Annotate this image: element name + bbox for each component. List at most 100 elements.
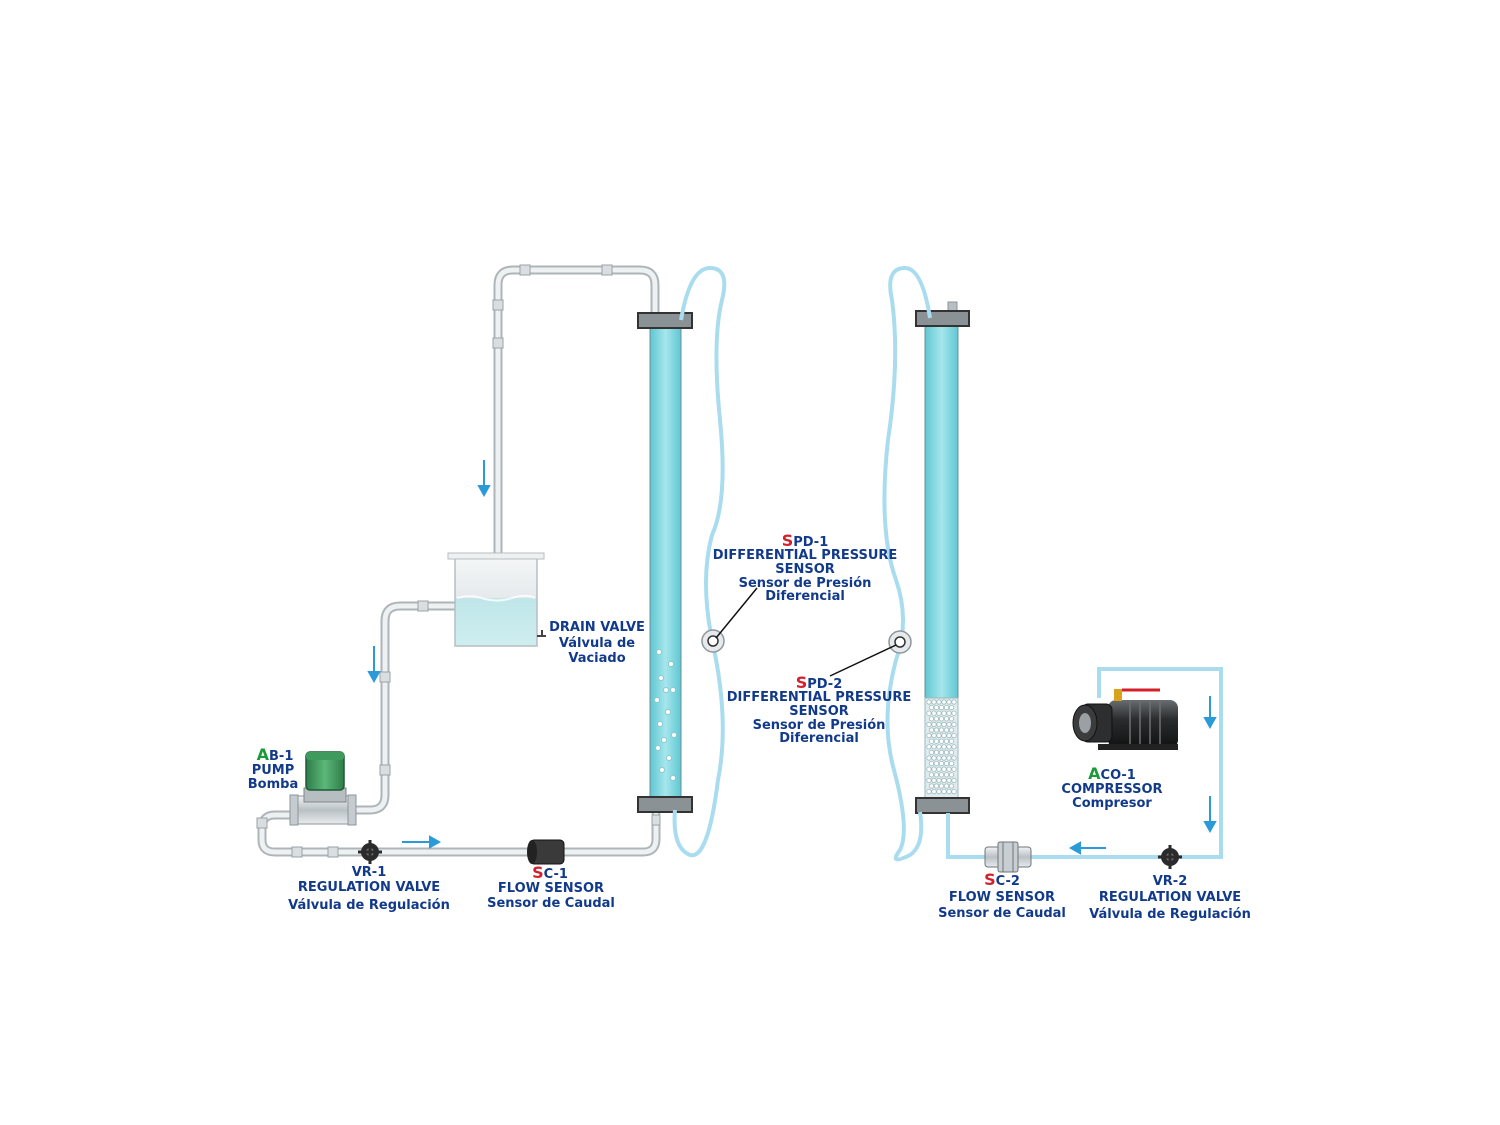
packing-sphere xyxy=(943,716,950,722)
packing-sphere xyxy=(931,710,937,716)
label-vr2: VR-2 REGULATION VALVE Válvula de Regulac… xyxy=(1089,874,1251,922)
packing-sphere xyxy=(948,716,955,722)
packing-sphere xyxy=(943,749,950,756)
packing-sphere xyxy=(948,772,955,778)
column-right-top-flange xyxy=(915,310,970,327)
feed-tank xyxy=(447,552,545,647)
flow-sensor-icon xyxy=(527,839,565,865)
prefix-letter: S xyxy=(782,531,794,550)
packing-sphere xyxy=(926,788,932,795)
packing-sphere xyxy=(931,732,937,739)
component-name: DIFFERENTIAL PRESSURE xyxy=(727,690,912,705)
component-name-es: Compresor xyxy=(1072,796,1152,811)
column-left-bottom-flange xyxy=(637,796,693,813)
packing-sphere xyxy=(931,699,937,705)
component-name-es: Vaciado xyxy=(568,651,625,666)
pressure-sensor-icon xyxy=(888,630,912,654)
packing-sphere xyxy=(938,704,945,711)
component-name: COMPRESSOR xyxy=(1061,782,1162,797)
arrow-down-icon xyxy=(367,646,381,684)
component-name: SENSOR xyxy=(775,562,835,577)
packing-sphere xyxy=(948,738,955,744)
component-name: FLOW SENSOR xyxy=(498,881,604,896)
label-drain-valve: DRAIN VALVE Válvula de Vaciado xyxy=(549,620,645,666)
component-name-es: Diferencial xyxy=(779,731,859,746)
component-name-es: Sensor de Presión xyxy=(753,718,886,733)
packing-sphere xyxy=(931,788,937,795)
packing-sphere xyxy=(951,721,957,728)
flow-sensor-icon xyxy=(984,841,1032,873)
packing-sphere xyxy=(933,727,940,733)
column-right-bottom-flange xyxy=(915,797,970,814)
return-pipe xyxy=(493,265,660,560)
svg-text:SC-2: SC-2 xyxy=(984,870,1020,889)
packing-sphere xyxy=(951,732,957,739)
component-name-es: Válvula de Regulación xyxy=(288,898,450,913)
packing-sphere xyxy=(943,704,950,711)
packing-sphere xyxy=(943,727,950,733)
packing-sphere xyxy=(926,755,932,761)
component-name-es: Válvula de xyxy=(559,636,635,651)
arrow-down-icon xyxy=(477,460,491,498)
packing-sphere xyxy=(936,721,942,728)
packing-sphere xyxy=(931,777,937,784)
svg-text:SPD-2: SPD-2 xyxy=(796,673,843,692)
component-name-es: Sensor de Caudal xyxy=(487,896,615,911)
packing-sphere xyxy=(931,766,937,772)
packing-sphere xyxy=(941,755,947,761)
packing-sphere xyxy=(931,744,937,750)
tag-code: CO-1 xyxy=(1101,768,1136,783)
packing-spheres xyxy=(926,699,957,795)
component-name: DRAIN VALVE xyxy=(549,620,645,635)
label-sc2: SC-2 FLOW SENSOR Sensor de Caudal xyxy=(938,870,1066,921)
packing-sphere xyxy=(941,777,947,784)
column-left xyxy=(637,312,693,813)
packing-sphere xyxy=(933,738,940,744)
packing-sphere xyxy=(948,760,955,767)
svg-text:SPD-1: SPD-1 xyxy=(782,531,829,550)
component-name: REGULATION VALVE xyxy=(1099,890,1241,905)
packing-sphere xyxy=(928,727,935,733)
packing-sphere xyxy=(941,788,947,795)
packing-sphere xyxy=(933,760,940,767)
component-name-es: Sensor de Presión xyxy=(739,576,872,591)
packing-sphere xyxy=(941,744,947,750)
packing-sphere xyxy=(951,766,957,772)
leader-lines xyxy=(715,587,897,677)
component-name: PUMP xyxy=(252,763,295,778)
packing-sphere xyxy=(928,749,935,756)
packing-sphere xyxy=(936,788,942,795)
component-name: DIFFERENTIAL PRESSURE xyxy=(713,548,898,563)
packing-sphere xyxy=(933,716,940,722)
packing-sphere xyxy=(946,710,952,716)
flow-arrows-right xyxy=(1068,696,1217,855)
tag-code: VR-1 xyxy=(352,865,387,880)
packing-sphere xyxy=(936,744,942,750)
column-left-top-flange xyxy=(637,312,693,329)
packing-sphere xyxy=(933,783,940,789)
packing-sphere xyxy=(926,744,932,750)
regulation-valve-icon[interactable] xyxy=(358,840,382,864)
packing-sphere xyxy=(928,738,935,744)
packing-sphere xyxy=(948,727,955,733)
arrow-down-icon xyxy=(1203,696,1217,730)
packing-sphere xyxy=(938,772,945,778)
regulation-valve-icon[interactable] xyxy=(1158,845,1182,869)
packing-sphere xyxy=(951,755,957,761)
flow-arrows-left xyxy=(367,460,491,849)
component-name-es: Bomba xyxy=(248,777,298,792)
component-name: SENSOR xyxy=(789,704,849,719)
packing-sphere xyxy=(951,710,957,716)
prefix-letter: A xyxy=(257,745,270,764)
packing-sphere xyxy=(936,755,942,761)
packing-sphere xyxy=(946,766,952,772)
packing-sphere xyxy=(946,777,952,784)
packing-sphere xyxy=(951,699,957,705)
packing-sphere xyxy=(946,788,952,795)
packing-sphere xyxy=(943,760,950,767)
pressure-hose-left xyxy=(672,265,727,858)
packing-sphere xyxy=(928,783,935,789)
packing-sphere xyxy=(926,732,932,739)
packing-sphere xyxy=(948,749,955,756)
